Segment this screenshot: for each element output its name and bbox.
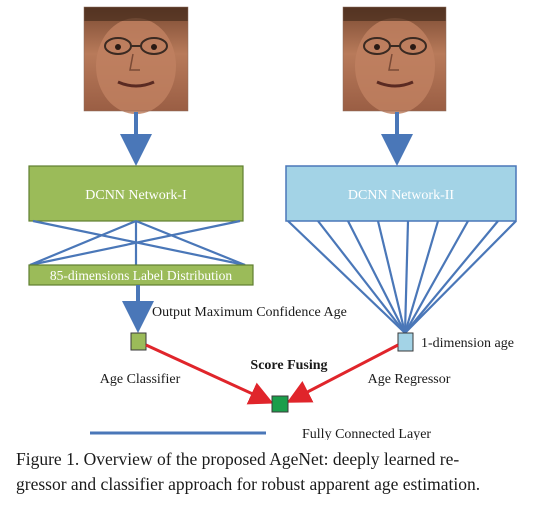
one-dimension-age-label: 1-dimension age: [421, 336, 514, 351]
agenet-diagram: DCNN Network-I DCNN Network-II 85-dimens…: [28, 6, 517, 440]
age-classifier-node: [130, 332, 147, 351]
age-classifier-label: Age Classifier: [100, 372, 181, 387]
score-fusing-label: Score Fusing: [250, 358, 327, 373]
label-distribution-box: [28, 264, 254, 286]
age-regressor-label: Age Regressor: [368, 372, 451, 387]
network2-label: DCNN Network-II: [348, 188, 454, 203]
caption-line-1: Figure 1. Overview of the proposed AgeNe…: [16, 449, 460, 469]
output-max-confidence-label: Output Maximum Confidence Age: [152, 305, 347, 320]
age-regressor-node: [397, 332, 414, 352]
face-image-left: [83, 6, 189, 114]
network2-box: [285, 165, 517, 222]
label-distribution-label: 85-dimensions Label Distribution: [50, 268, 232, 283]
network1-box: [28, 165, 244, 222]
network1-fc-lines: [29, 219, 246, 267]
fused-score-node: [271, 395, 289, 413]
legend-fc-label: Fully Connected Layer: [302, 427, 431, 440]
network2-fc-lines: [287, 220, 517, 334]
caption-line-2: gressor and classifier approach for robu…: [16, 474, 481, 494]
network1-label: DCNN Network-I: [85, 188, 187, 203]
figure-caption: Figure 1. Overview of the proposed AgeNe…: [16, 447, 542, 497]
arrow-classifier-to-fusion: [145, 343, 274, 405]
arrow-regressor-to-fusion: [286, 343, 399, 403]
face-image-right: [342, 6, 447, 114]
